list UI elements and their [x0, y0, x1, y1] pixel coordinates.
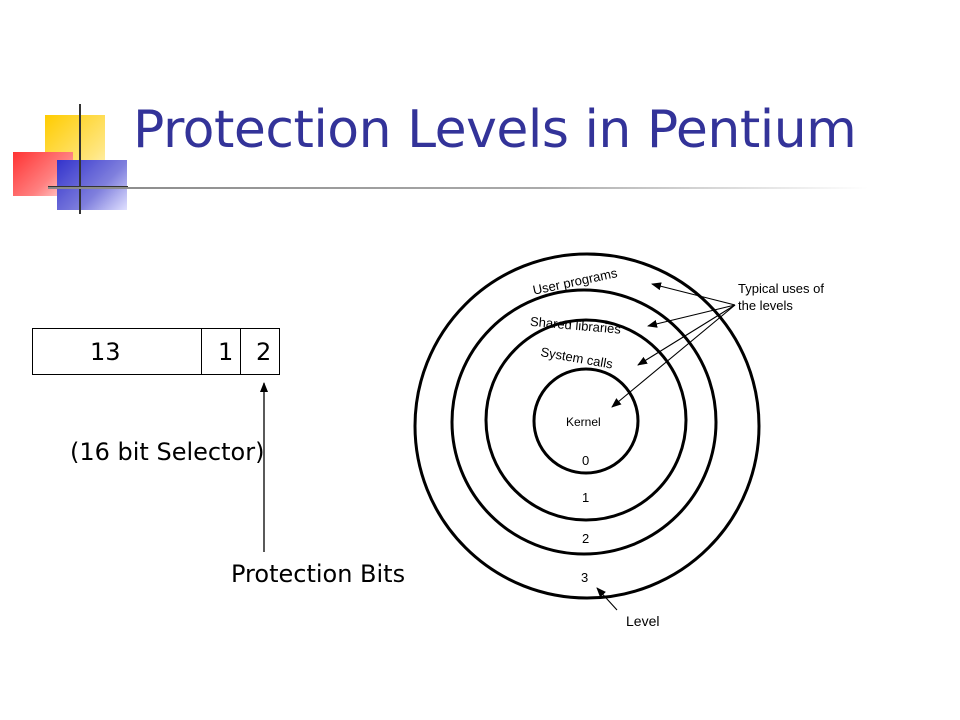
level-label: Level	[626, 613, 659, 629]
title-underline	[48, 187, 868, 189]
callout-arrow-user-programs	[651, 282, 736, 306]
ring-level-2	[450, 288, 718, 556]
level-number-1: 1	[582, 490, 589, 505]
ring-level-3	[413, 252, 761, 600]
level-number-3: 3	[581, 570, 588, 585]
callout-arrow-shared-libraries	[647, 304, 736, 328]
ring-level-0	[532, 367, 640, 475]
ring-label-kernel: Kernel	[566, 415, 601, 429]
ring-level-1	[484, 318, 688, 522]
selector-field-ti-label: 1	[218, 338, 234, 366]
level-number-0: 0	[582, 453, 589, 468]
callout-arrow-kernel	[611, 304, 736, 408]
page-title: Protection Levels in Pentium	[133, 100, 857, 160]
deco-blue-square	[57, 160, 127, 210]
level-arrow	[596, 587, 618, 611]
selector-field-index-label: 13	[90, 338, 121, 366]
protection-bits-label: Protection Bits	[231, 560, 406, 588]
callout-label-line-1: Typical uses of	[738, 281, 824, 296]
selector-field-rpl-label: 2	[256, 338, 272, 366]
selector-field-rpl	[240, 328, 280, 375]
deco-vertical-line	[79, 104, 81, 214]
callout-arrow-system-calls	[637, 304, 736, 366]
ring-label-shared-libraries: Shared libraries	[529, 314, 622, 337]
ring-label-system-calls: System calls	[539, 344, 614, 372]
selector-caption: (16 bit Selector)	[70, 438, 265, 466]
level-number-2: 2	[582, 531, 589, 546]
callout-label-line-2: the levels	[738, 298, 793, 313]
